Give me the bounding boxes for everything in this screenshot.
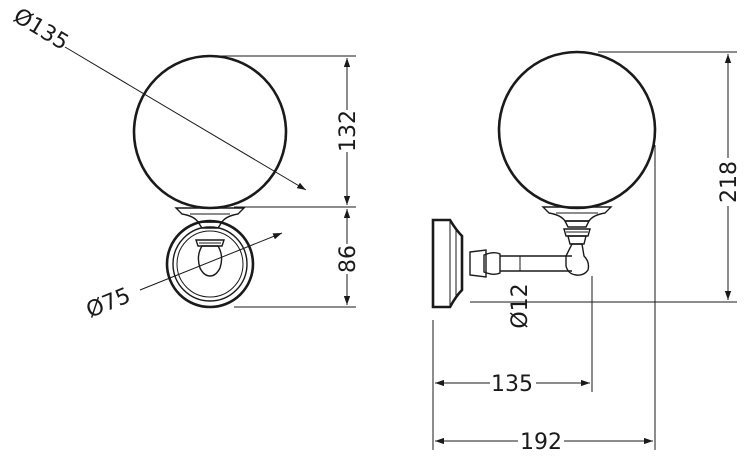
dim-backplate-diameter: Ø75: [83, 283, 134, 323]
dim-arm-diameter: Ø12: [508, 283, 533, 328]
front-backplate-outer: [165, 219, 255, 309]
side-dimensions: 218 Ø12 135 192: [432, 51, 742, 455]
front-dimensions: Ø135 Ø75 132 86: [9, 4, 361, 324]
side-globe: [497, 50, 657, 210]
front-backplate-inner: [176, 230, 244, 298]
side-view: [431, 50, 657, 309]
front-backplate-ring: [172, 226, 248, 302]
dim-backplate-height: 86: [336, 245, 361, 273]
dim-total-height: 218: [717, 161, 742, 203]
front-bulb: [197, 245, 223, 277]
front-globe: [132, 54, 288, 210]
side-backplate: [431, 218, 464, 309]
dim-projection-total: 192: [520, 430, 562, 455]
dim-projection-arm: 135: [491, 372, 533, 397]
dim-globe-diameter: Ø135: [9, 4, 73, 56]
dim-globe-height: 132: [336, 110, 361, 152]
front-view: [132, 54, 288, 309]
